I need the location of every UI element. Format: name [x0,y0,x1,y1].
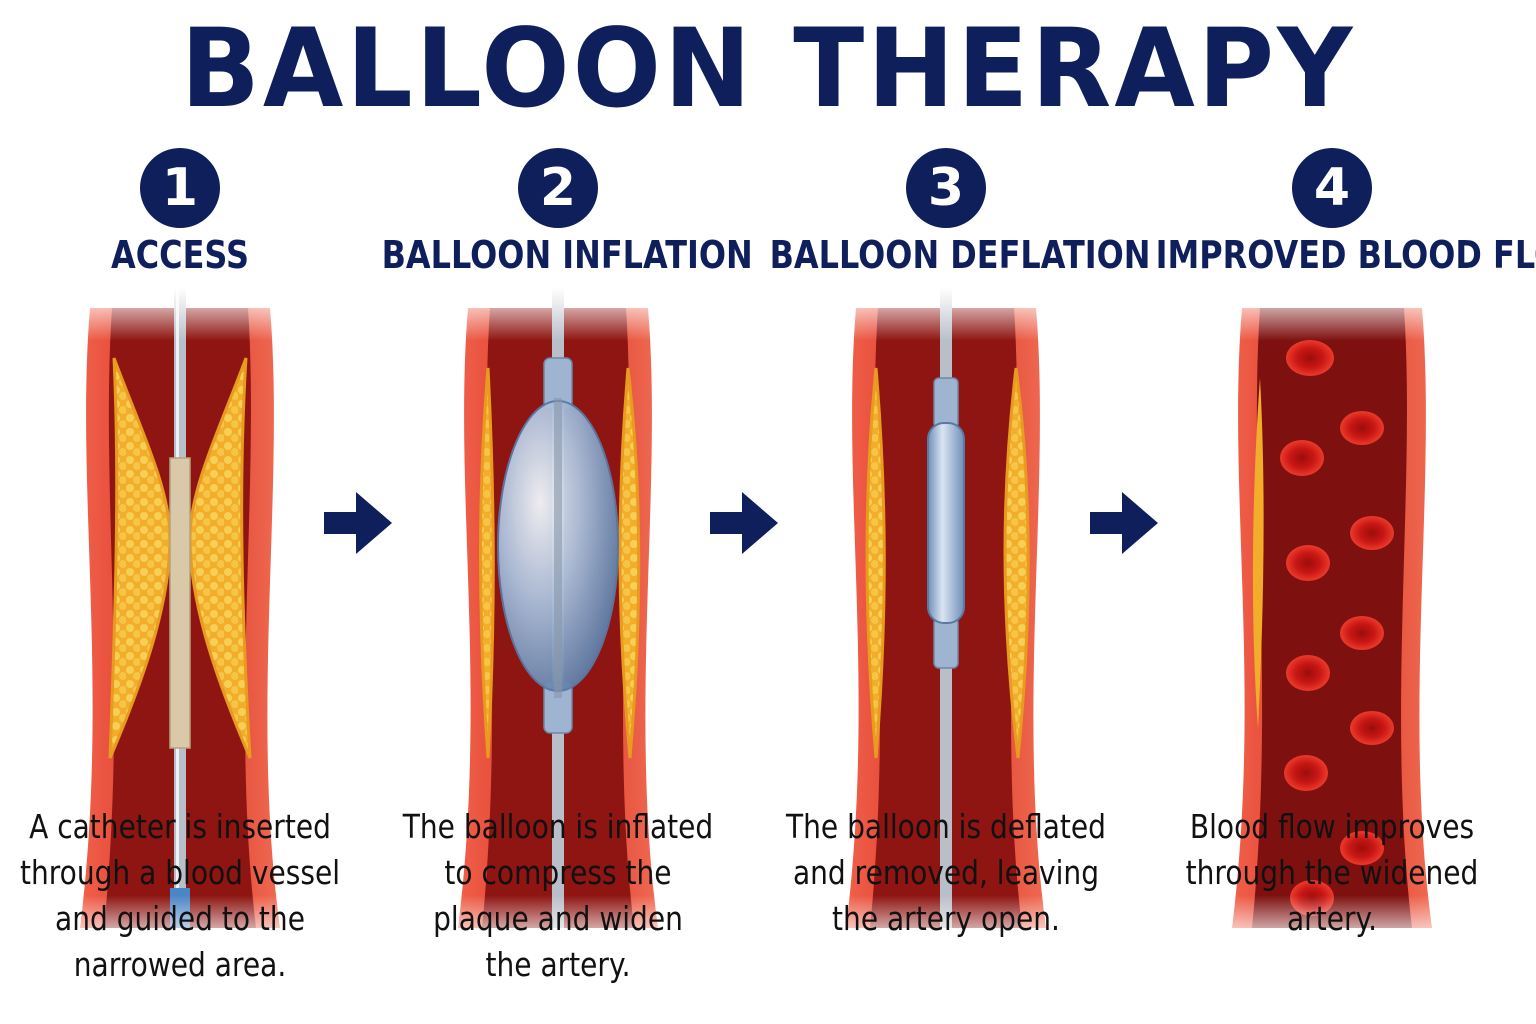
right-arrow-icon [1088,488,1160,558]
artery-with-deflated-balloon [836,288,1056,948]
step-description: Blood flow improves through the widened … [1185,807,1479,938]
step-number-badge: 3 [906,148,986,228]
step-description: The balloon is inflated to compress the … [402,807,714,984]
artery-illustration-deflated [836,288,1056,948]
step-description: A catheter is inserted through a blood v… [19,807,341,984]
step-title: IMPROVED BLOOD FLOW [1155,233,1536,277]
diagram-title: BALLOON THERAPY [180,3,1356,133]
artery-with-inflated-balloon [448,288,668,948]
artery-illustration-inflated [448,288,668,948]
artery-illustration-open [1222,288,1442,948]
widened-artery-with-blood-cells [1222,288,1442,948]
step-number-badge: 1 [140,148,220,228]
step-number-badge: 2 [518,148,598,228]
right-arrow-icon [708,488,780,558]
narrowed-artery-with-catheter [70,288,290,948]
right-arrow-icon [322,488,394,558]
step-description: The balloon is deflated and removed, lea… [786,807,1106,938]
step-4-improved-blood-flow: 4 IMPROVED BLOOD FLOW [1142,148,1536,1024]
step-title: BALLOON DEFLATION [769,233,1151,277]
step-1-access: 1 ACCESS [0,148,370,1024]
step-number-badge: 4 [1292,148,1372,228]
artery-illustration-narrowed [70,288,290,948]
step-title: ACCESS [111,233,249,277]
step-2-balloon-inflation: 2 BALLOON INFLATION [368,148,753,1024]
step-title: BALLOON INFLATION [381,233,753,277]
step-3-balloon-deflation: 3 BALLOON DEFLATION [756,148,1151,1024]
